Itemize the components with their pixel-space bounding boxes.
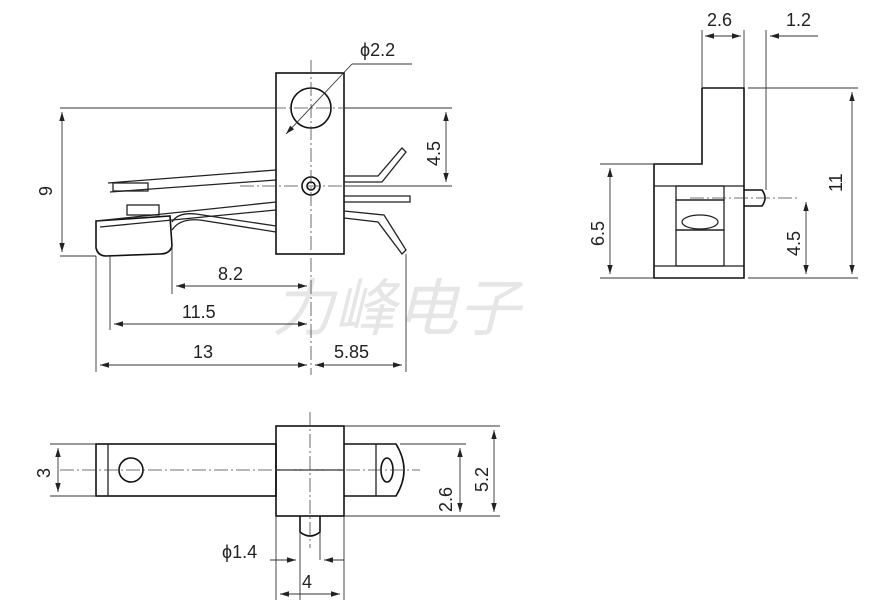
dim-side-1-2: 1.2 bbox=[786, 10, 811, 30]
dim-side-6-5: 6.5 bbox=[588, 221, 608, 246]
front-view: 9 4.5 ϕ2.2 8.2 11.5 13 5.85 bbox=[36, 40, 452, 375]
dim-bottom-2-6: 2.6 bbox=[436, 487, 456, 512]
dim-side-2-6: 2.6 bbox=[707, 10, 732, 30]
dim-11-5: 11.5 bbox=[182, 302, 216, 322]
dim-4-5-front: 4.5 bbox=[424, 141, 444, 166]
dim-bottom-4: 4 bbox=[302, 572, 312, 592]
dim-9: 9 bbox=[36, 186, 56, 196]
front-body bbox=[275, 72, 345, 255]
dim-side-4-5: 4.5 bbox=[784, 231, 804, 256]
dim-8-2: 8.2 bbox=[218, 264, 243, 284]
dim-bottom-5-2: 5.2 bbox=[472, 467, 492, 492]
dim-bottom-3: 3 bbox=[34, 468, 54, 478]
dim-5-85: 5.85 bbox=[334, 342, 369, 362]
side-view: 2.6 1.2 11 4.5 6.5 bbox=[588, 10, 858, 279]
dim-side-11: 11 bbox=[826, 173, 846, 192]
dim-phi-2-2: ϕ2.2 bbox=[360, 40, 395, 60]
bottom-view: 3 2.6 5.2 ϕ1.4 4 bbox=[34, 412, 500, 600]
dim-13: 13 bbox=[193, 342, 213, 362]
watermark: 力峰电子 bbox=[272, 272, 524, 345]
dim-bottom-phi-1-4: ϕ1.4 bbox=[222, 542, 257, 562]
